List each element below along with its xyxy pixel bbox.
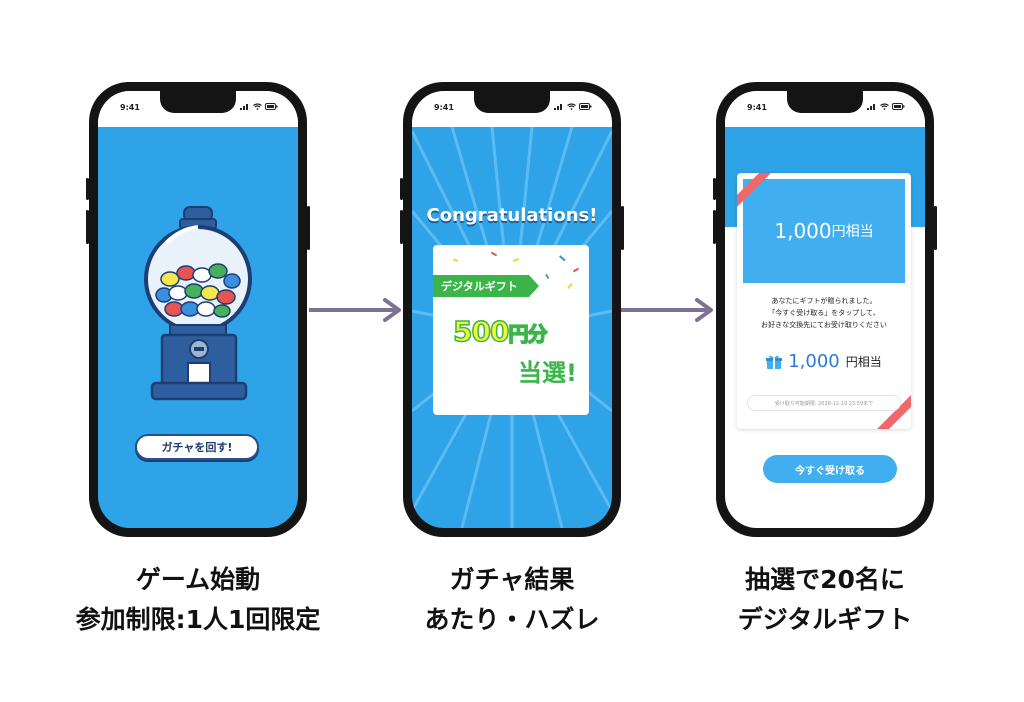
prize-card: デジタルギフト 500円分 当選! <box>433 245 589 415</box>
gacha-machine-icon <box>144 206 252 401</box>
battery-icon <box>892 103 905 110</box>
phone-gacha-result: 9:41 Congratulations! デジタルギフト 500円分 <box>400 82 624 537</box>
status-time: 9:41 <box>120 103 140 112</box>
signal-icon <box>240 104 248 110</box>
notch <box>787 91 863 113</box>
caption-line: 参加制限:1人1回限定 <box>75 605 321 634</box>
ribbon-corner-top-left <box>737 173 771 207</box>
caption-line: デジタルギフト <box>737 605 913 634</box>
receive-now-button[interactable]: 今すぐ受け取る <box>763 455 897 483</box>
gift-icon <box>766 355 783 369</box>
gift-amount-row: 1,000 円相当 <box>737 351 911 372</box>
congratulations-headline: Congratulations! <box>426 205 598 226</box>
ribbon-corner-bottom-right <box>877 395 911 429</box>
caption-line: あたり・ハズレ <box>424 605 600 634</box>
screen-gacha: 9:41 <box>98 91 298 528</box>
caption-line: ガチャ結果 <box>449 565 575 594</box>
gift-card-amount-unit: 円相当 <box>831 224 874 240</box>
notch <box>474 91 550 113</box>
caption-step1: ゲーム始動 参加制限:1人1回限定 <box>38 560 358 640</box>
signal-icon <box>867 104 875 110</box>
prize-amount: 500円分 <box>452 314 549 349</box>
prize-amount-value: 500 <box>452 314 510 349</box>
arrow-right-icon <box>621 298 713 322</box>
digital-gift-ribbon: デジタルギフト <box>433 275 539 297</box>
gift-amount-unit: 円相当 <box>845 355 882 369</box>
prize-amount-unit: 円分 <box>508 321 549 347</box>
confetti-icon <box>452 251 580 289</box>
gift-message-line: お好きな交換先にてお受け取りください <box>761 321 887 329</box>
phone-gacha-start: 9:41 <box>86 82 310 537</box>
status-time: 9:41 <box>747 103 767 112</box>
caption-line: 抽選で20名に <box>745 565 905 594</box>
notch <box>160 91 236 113</box>
battery-icon <box>579 103 592 110</box>
signal-icon <box>554 104 562 110</box>
gift-message-line: あなたにギフトが贈られました。 <box>771 297 877 305</box>
gift-message: あなたにギフトが贈られました。 「今すぐ受け取る」をタップして、 お好きな交換先… <box>737 295 911 331</box>
caption-step2: ガチャ結果 あたり・ハズレ <box>352 560 672 640</box>
gift-card-amount: 1,000 <box>774 219 832 243</box>
wifi-icon <box>880 103 889 110</box>
wifi-icon <box>253 103 262 110</box>
deadline-label: 受け取り可能期限: 2026-12-19 23:59まで <box>747 395 901 411</box>
wifi-icon <box>567 103 576 110</box>
screen-result: 9:41 Congratulations! デジタルギフト 500円分 <box>412 91 612 528</box>
battery-icon <box>265 103 278 110</box>
status-time: 9:41 <box>434 103 454 112</box>
gift-amount-value: 1,000 <box>788 351 840 372</box>
arrow-right-icon <box>309 298 401 322</box>
won-label: 当選! <box>518 359 577 387</box>
caption-line: ゲーム始動 <box>135 565 261 594</box>
caption-step3: 抽選で20名に デジタルギフト <box>665 560 985 640</box>
gift-message-line: 「今すぐ受け取る」をタップして、 <box>768 309 880 317</box>
spin-gacha-button[interactable]: ガチャを回す! <box>135 434 259 460</box>
